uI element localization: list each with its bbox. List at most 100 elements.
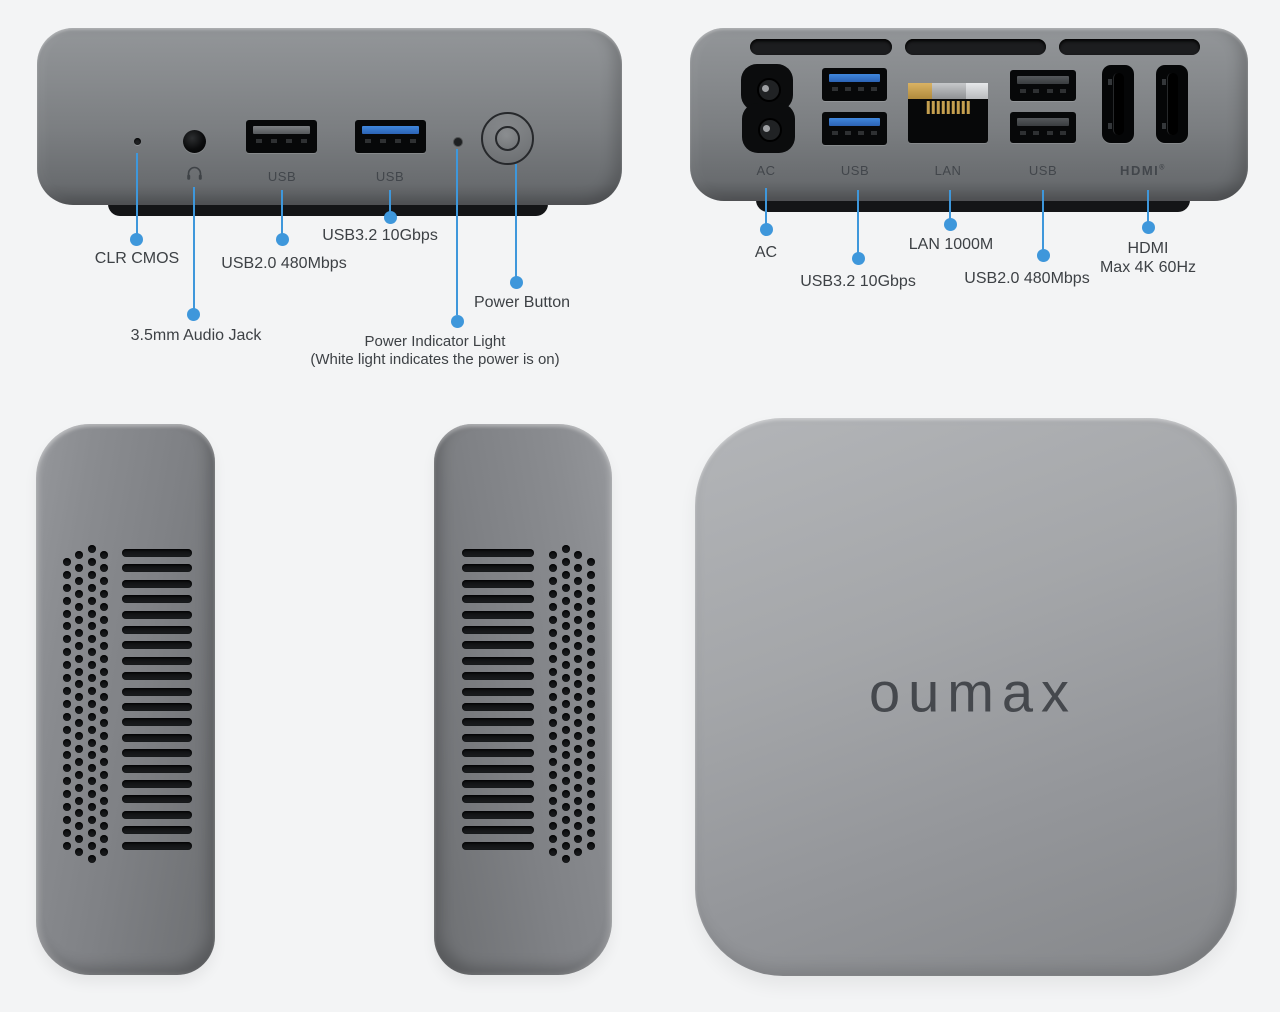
vent-dot: [561, 764, 570, 773]
vent-dot: [574, 822, 582, 831]
vent-dot: [87, 699, 96, 708]
vent-dot: [574, 680, 582, 689]
vent-slat: [122, 549, 192, 557]
vent-dot: [549, 757, 557, 766]
vent-dot: [87, 609, 96, 618]
vent-dot: [75, 628, 83, 637]
callout-dot: [852, 252, 865, 265]
callout-dot: [130, 233, 143, 246]
callout-label: 3.5mm Audio Jack: [130, 327, 262, 344]
vent-dot: [75, 680, 83, 689]
vent-dot: [62, 712, 71, 721]
callout-dot: [944, 218, 957, 231]
vent-dot: [561, 596, 570, 605]
callout-label: AC: [754, 244, 778, 261]
vent-dot: [574, 603, 582, 612]
vent-slat: [462, 810, 534, 819]
vent-dot: [549, 835, 557, 844]
vent-dot: [75, 693, 83, 702]
vent-dot: [87, 777, 96, 786]
vent-dot: [100, 654, 108, 663]
vent-dot: [75, 744, 83, 753]
vent-dot: [100, 680, 108, 689]
vent-dot: [586, 570, 595, 579]
callout-dot: [276, 233, 289, 246]
callout-line: [193, 187, 195, 314]
vent-dot: [100, 667, 108, 676]
vent-dot: [586, 738, 595, 747]
front-usb2-port: [246, 120, 317, 153]
vent-dot: [574, 770, 582, 779]
vent-dot: [574, 835, 582, 844]
vent-dot: [549, 628, 557, 637]
vent-dot: [75, 641, 83, 650]
vent-dot: [561, 777, 570, 786]
vent-dot: [586, 609, 595, 618]
vent-dot: [75, 770, 83, 779]
callout-line: [1147, 190, 1149, 227]
vent-dot: [87, 545, 96, 553]
callout-label: USB2.0 480Mbps: [964, 270, 1090, 287]
vent-dot: [100, 603, 108, 612]
vent-dot: [75, 809, 83, 818]
callout-line: [281, 190, 283, 239]
vent-dot: [62, 699, 71, 708]
vent-dot: [561, 609, 570, 618]
vent-slat: [122, 595, 192, 604]
vent-dot: [549, 641, 557, 650]
vent-dot: [87, 635, 96, 644]
vent-dot: [586, 828, 595, 837]
vent-dot: [75, 822, 83, 831]
power-indicator-sublabel: (White light indicates the power is on): [310, 351, 560, 368]
vent-slat: [462, 564, 534, 573]
vent-dot: [75, 783, 83, 792]
vent-dot: [100, 719, 108, 728]
vent-dot: [574, 590, 582, 599]
audio-jack-port: [183, 130, 206, 153]
vent-dot: [574, 551, 582, 560]
vent-slat: [122, 579, 192, 588]
vent-dot: [75, 706, 83, 715]
vent-dot: [75, 577, 83, 586]
vent-dot: [586, 674, 595, 682]
vent-dot: [87, 738, 96, 747]
vent-slat: [462, 733, 534, 742]
vent-dot: [561, 790, 570, 799]
vent-dot: [549, 744, 557, 753]
vent-dot: [62, 596, 71, 605]
vent-dot: [574, 628, 582, 637]
vent-dot: [100, 770, 108, 779]
vent-dot: [87, 828, 96, 837]
vent-dot: [574, 641, 582, 650]
vent-dot: [62, 777, 71, 786]
hdmi-registered-mark: ®: [1159, 164, 1166, 172]
usb2-pins: [1020, 131, 1066, 135]
callout-label: Power Button: [473, 294, 571, 311]
vent-dot: [62, 751, 71, 760]
vent-dot: [87, 854, 96, 863]
vent-dot: [549, 783, 557, 792]
vent-dot: [100, 783, 108, 792]
vent-slat: [462, 826, 534, 835]
vent-slat: [122, 610, 192, 619]
vent-dot: [586, 635, 595, 644]
vent-dot: [62, 803, 71, 811]
vent-dot: [561, 648, 570, 657]
usb3-tab: [362, 126, 419, 134]
ac-hole-bottom: [758, 118, 782, 142]
vent-slat: [122, 749, 192, 758]
vent-dot: [62, 635, 71, 644]
vent-dot: [574, 757, 582, 766]
vent-dot: [87, 712, 96, 721]
callout-dot: [1037, 249, 1050, 262]
vent-dot: [75, 732, 83, 741]
power-indicator-label: Power Indicator Light: [364, 333, 506, 350]
vent-dot: [100, 744, 108, 753]
vent-slat: [122, 564, 192, 573]
ac-port-label: AC: [756, 163, 776, 178]
hdmi-sublabel: Max 4K 60Hz: [1099, 259, 1197, 276]
vent-slat: [122, 795, 192, 804]
vent-dot: [586, 686, 595, 695]
vent-dot: [586, 764, 595, 773]
vent-dot: [561, 622, 570, 631]
